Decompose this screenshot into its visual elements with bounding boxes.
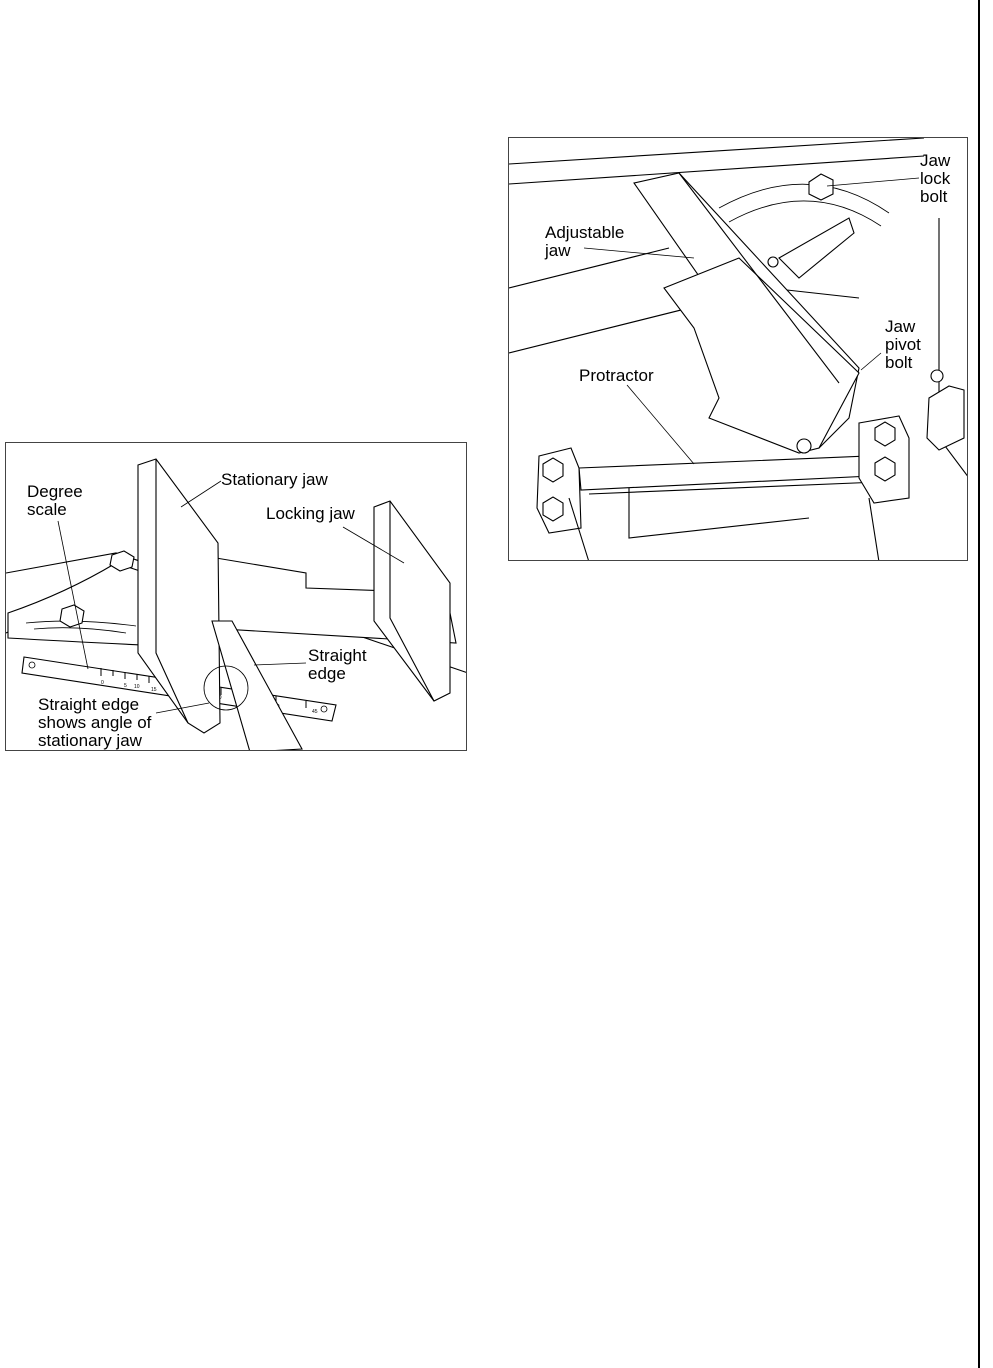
scale-number-0: 0 [101,680,104,686]
locking-jaw-label: Locking jaw [266,504,355,523]
adjustable-jaw-label: Adjustable jaw [545,223,625,260]
scale-number-15: 15 [151,687,157,693]
vise-degree-scale-figure: 0 5 10 15 20 25 30 40 45 Degree scale St… [5,442,467,751]
scale-number-45: 45 [312,709,318,715]
adjustable-jaw-figure: Jaw lock bolt Adjustable jaw Jaw pivot b… [508,137,968,561]
straight-edge-angle-label: Straight edge shows angle of stationary … [38,695,152,750]
jaw-lock-bolt-label: Jaw lock bolt [920,151,951,206]
page-right-margin-rule [978,0,980,1368]
vise-degree-scale-drawing: 0 5 10 15 20 25 30 40 45 [6,458,466,750]
degree-scale-label: Degree scale [27,482,83,519]
protractor-label: Protractor [579,366,654,385]
straight-edge-label: Straight edge [308,646,367,683]
scale-number-5: 5 [124,683,127,689]
adjustable-jaw-drawing [509,138,967,560]
stationary-jaw-label: Stationary jaw [221,470,328,489]
jaw-pivot-bolt-label: Jaw pivot bolt [885,317,921,372]
scale-number-10: 10 [134,684,140,690]
